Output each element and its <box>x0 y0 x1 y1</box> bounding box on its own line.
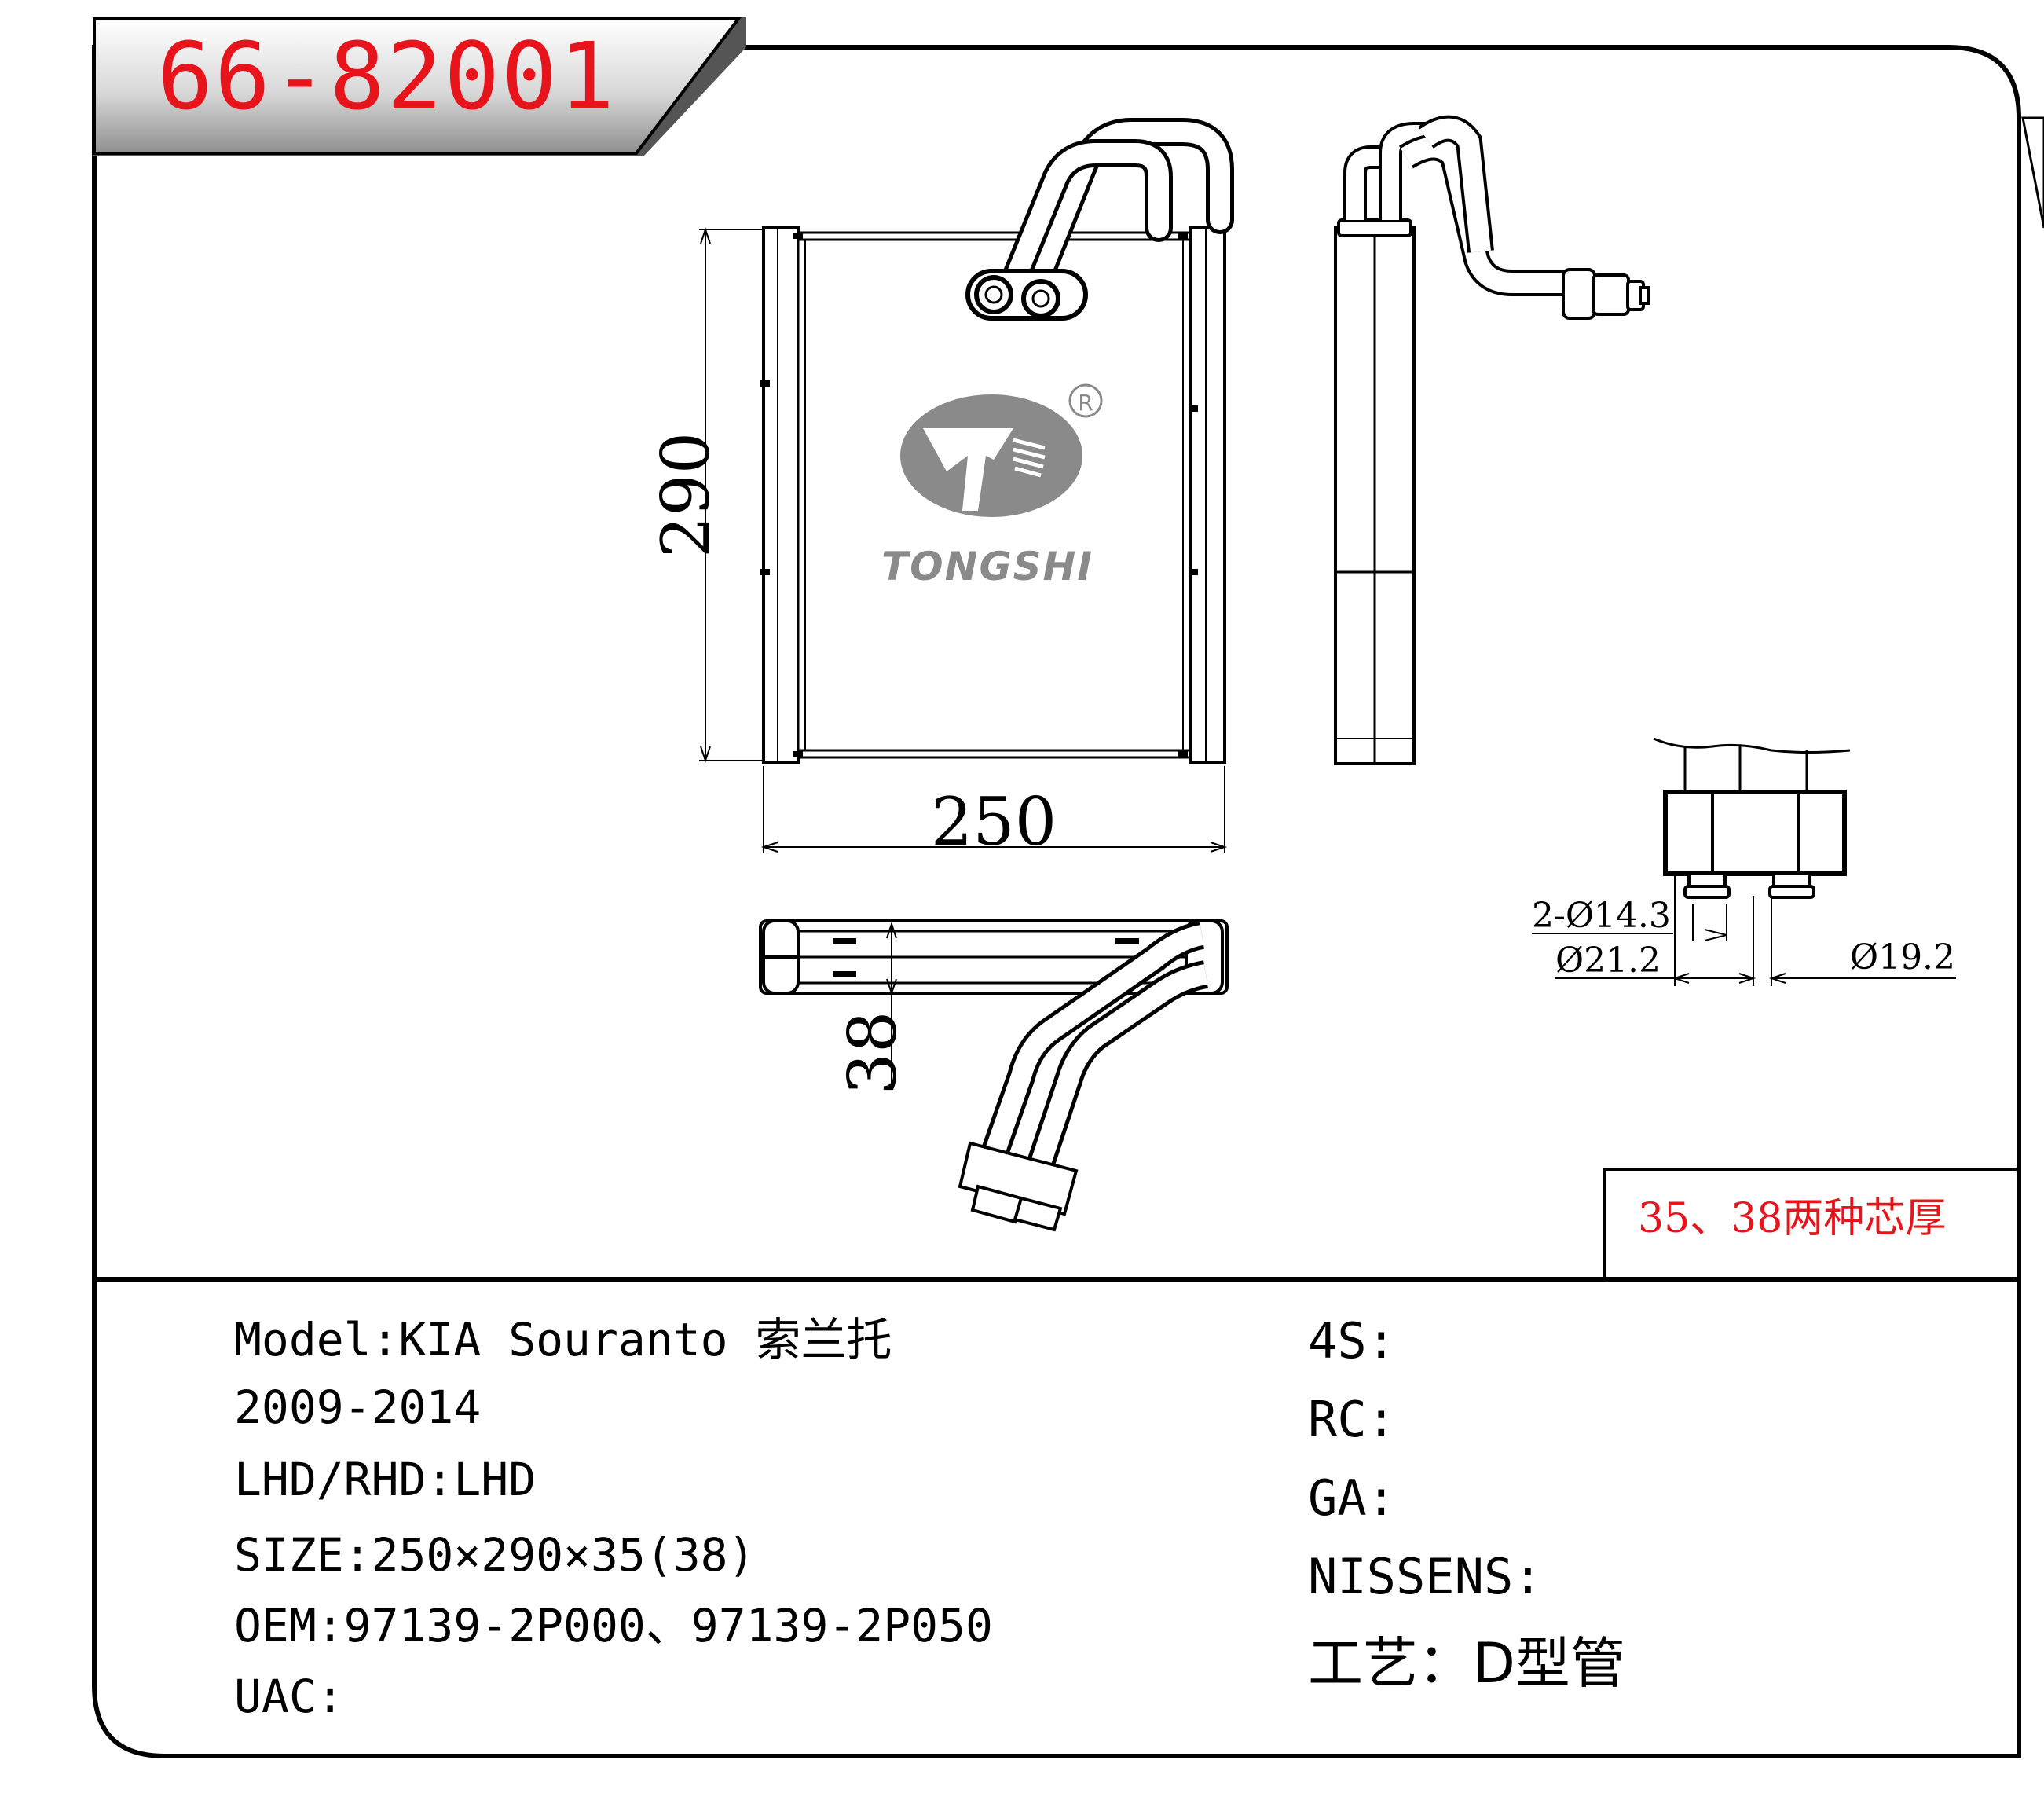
flange-detail <box>1653 737 1851 899</box>
left-header-tank <box>762 226 800 764</box>
spec-model: Model:KIA Souranto 索兰托 <box>234 1313 892 1366</box>
pipe-small-label: 2-Ø14.3 <box>1532 896 1671 936</box>
logo-brand-name: TONGSHI <box>881 544 1093 589</box>
ref-4s: 4S: <box>1308 1312 1396 1370</box>
part-number: 66-82001 <box>157 22 617 130</box>
tongshi-logo <box>900 383 1103 517</box>
core-thickness-note: 35、38两种芯厚 <box>1638 1195 1947 1242</box>
spec-years: 2009-2014 <box>234 1381 482 1434</box>
top-view <box>759 919 1229 1232</box>
right-header-tank <box>1189 226 1226 764</box>
ref-nissens: NISSENS: <box>1308 1548 1543 1605</box>
pipe-large-label: Ø19.2 <box>1850 937 1955 977</box>
ref-ga: GA: <box>1308 1469 1396 1527</box>
spec-oem: OEM:97139-2P000、97139-2P050 <box>234 1599 993 1652</box>
height-label: 290 <box>647 432 724 558</box>
front-view <box>760 118 1234 764</box>
corner-mark <box>2021 116 2044 229</box>
ref-process: 工艺：D型管 <box>1308 1631 1625 1696</box>
ref-rc: RC: <box>1308 1391 1396 1448</box>
pipe-outer-label: Ø21.2 <box>1555 941 1661 981</box>
spec-drive: LHD/RHD:LHD <box>234 1453 537 1506</box>
depth-label: 38 <box>834 1011 911 1095</box>
depth-dimension <box>886 921 897 1088</box>
outer-frame <box>92 45 2021 1758</box>
width-dimension <box>760 766 1228 853</box>
height-dimension <box>699 226 764 764</box>
spec-uac: UAC: <box>234 1670 344 1723</box>
registered-mark-circle <box>1068 383 1103 418</box>
registered-mark: R <box>1078 390 1093 416</box>
note-box <box>1603 1168 2019 1279</box>
flange-dimension-lines <box>1532 872 1956 986</box>
side-view <box>1334 115 1650 765</box>
spec-size: SIZE:250×290×35(38) <box>234 1528 756 1582</box>
header-tab <box>93 17 742 155</box>
width-label: 250 <box>931 783 1057 860</box>
